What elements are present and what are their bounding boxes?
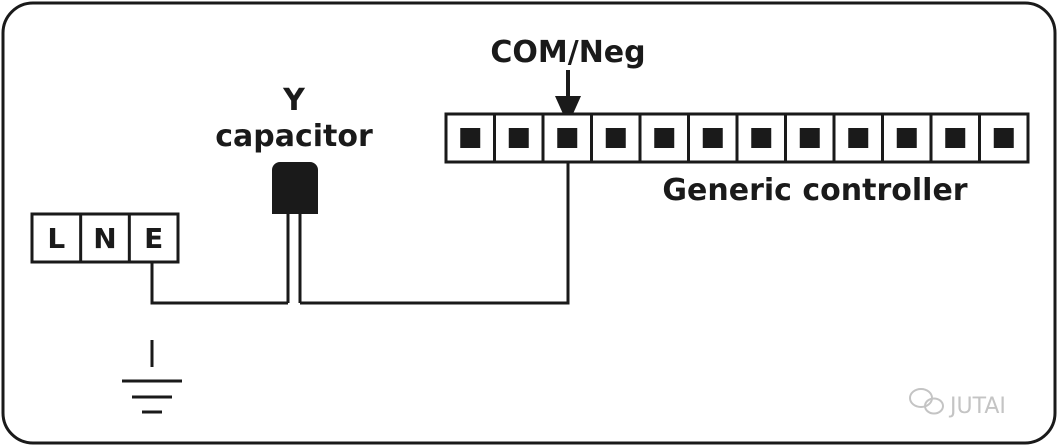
controller-terminal-strip xyxy=(444,112,1030,164)
com-wire xyxy=(300,162,570,305)
chat-bubble-icon xyxy=(909,388,944,415)
y-capacitor-label-line1: Y xyxy=(282,83,306,118)
watermark-text: JUTAI xyxy=(948,394,1006,419)
y-capacitor-icon xyxy=(272,162,318,303)
controller-terminal-pin xyxy=(654,128,675,148)
lne-block-frame xyxy=(30,212,180,264)
controller-terminal-pin xyxy=(605,128,626,148)
generic-controller-label: Generic controller xyxy=(662,173,967,208)
earth-wire xyxy=(150,262,288,305)
com-neg-label: COM/Neg xyxy=(490,35,645,70)
terminal-label-l: L xyxy=(47,222,65,255)
terminal-label-e: E xyxy=(144,222,163,255)
controller-terminal-pin xyxy=(508,128,529,148)
controller-terminal-pin xyxy=(993,128,1014,148)
controller-terminal-pin xyxy=(799,128,820,148)
controller-terminal-pin xyxy=(896,128,917,148)
controller-terminal-pin xyxy=(702,128,723,148)
terminal-label-n: N xyxy=(93,222,116,255)
com-terminal-pin xyxy=(557,128,578,148)
ground-symbol-icon xyxy=(122,340,182,414)
controller-terminal-pin xyxy=(848,128,869,148)
y-capacitor-label-line2: capacitor xyxy=(215,119,373,154)
controller-terminal-pin xyxy=(460,128,481,148)
controller-terminal-pin xyxy=(751,128,772,148)
com-arrow-icon xyxy=(555,70,581,125)
controller-terminal-pin xyxy=(945,128,966,148)
